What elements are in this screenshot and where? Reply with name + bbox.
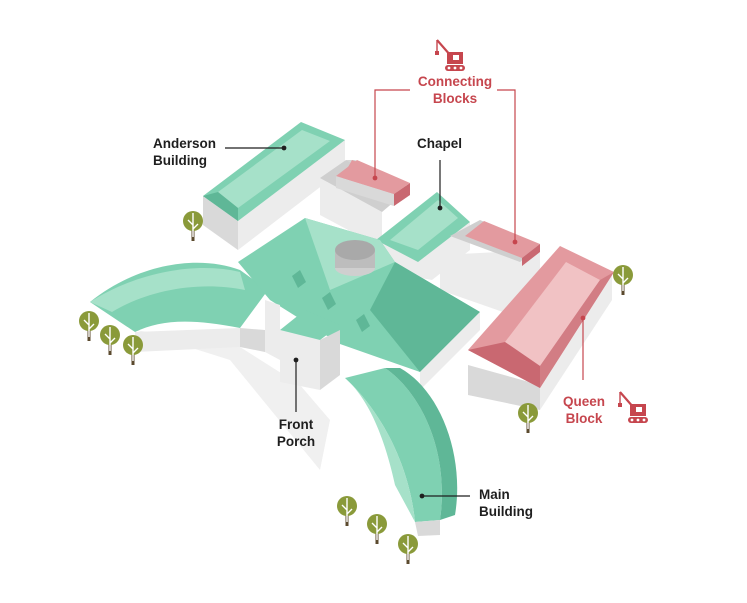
queen-block	[468, 246, 614, 410]
tree-icon	[397, 533, 419, 565]
tree-icon	[182, 210, 204, 242]
tree-icon	[612, 264, 634, 296]
crane-icon	[616, 390, 650, 425]
crane-icon	[433, 38, 467, 73]
label-queen-block: Queen Block	[562, 394, 605, 426]
ground-shadows	[135, 330, 330, 470]
label-anderson-building: Anderson Building	[153, 136, 217, 168]
label-chapel: Chapel	[417, 136, 463, 151]
tree-icon	[78, 310, 100, 342]
tree-icon	[99, 324, 121, 356]
tree-icon	[336, 495, 358, 527]
label-main-building: Main Building	[479, 487, 533, 519]
leader-lines	[225, 89, 586, 499]
tree-icon	[517, 402, 539, 434]
tree-icon	[122, 334, 144, 366]
leader-connecting-2	[497, 89, 516, 242]
tree-icon	[366, 513, 388, 545]
label-connecting-blocks: Connecting Blocks	[417, 74, 493, 106]
leader-connecting-1	[374, 89, 410, 178]
main-building	[90, 218, 480, 536]
anderson-building	[203, 122, 345, 250]
label-front-porch: Front Porch	[276, 417, 316, 449]
